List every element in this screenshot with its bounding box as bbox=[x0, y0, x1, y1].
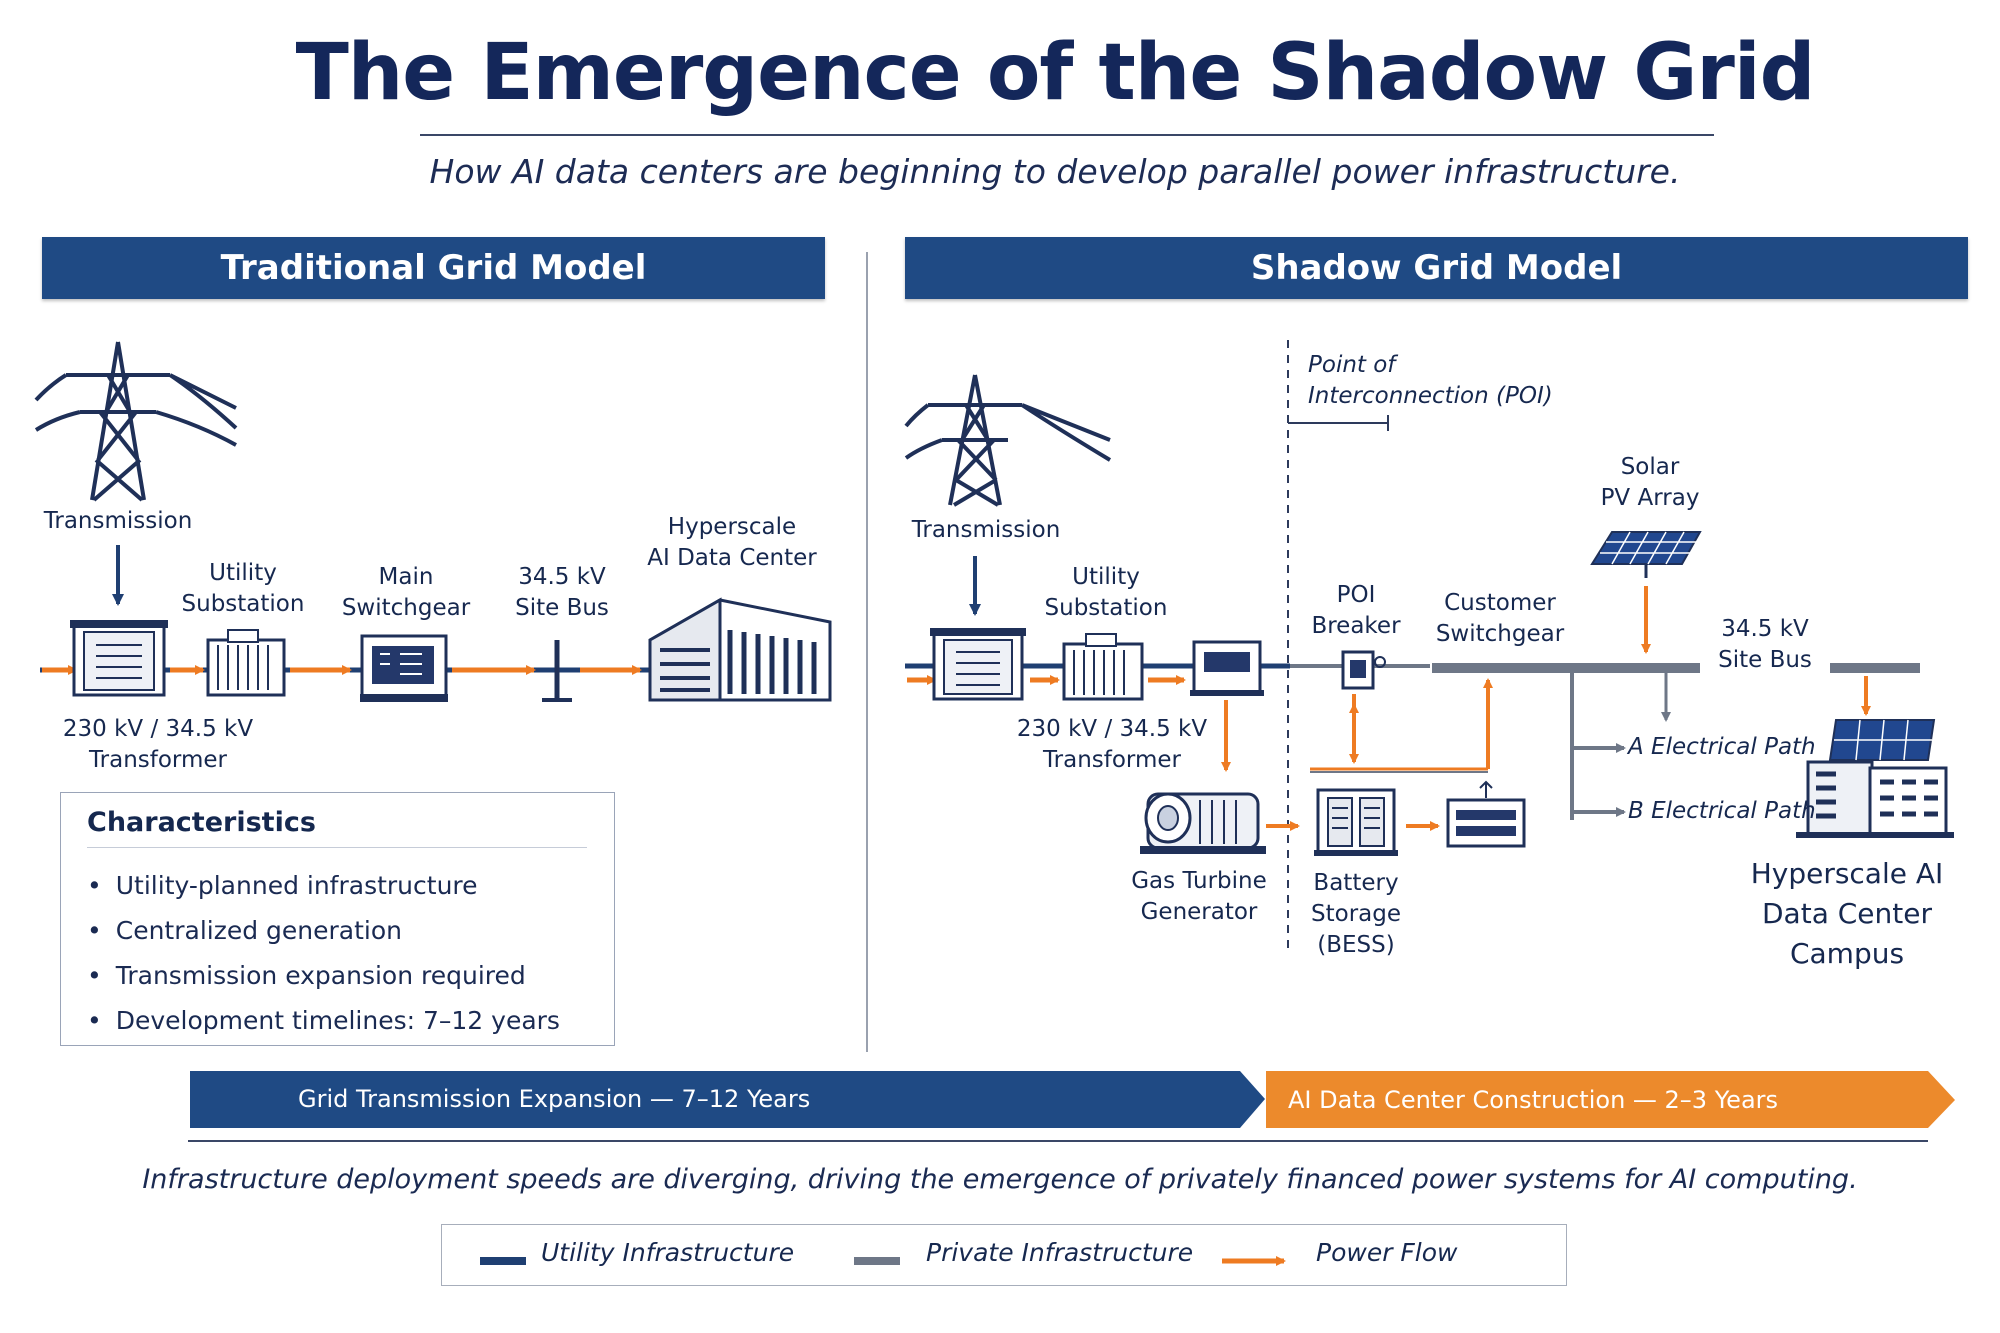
legend-private-label: Private Infrastructure bbox=[926, 1238, 1194, 1267]
footer-divider bbox=[188, 1140, 1928, 1142]
ab-path-lines bbox=[1570, 668, 1612, 820]
legend-power-flow-label: Power Flow bbox=[1316, 1238, 1458, 1267]
substation-icon bbox=[1062, 633, 1144, 701]
solar-panel-icon bbox=[1590, 531, 1702, 578]
transformer-icon bbox=[930, 628, 1026, 701]
characteristics-divider bbox=[87, 847, 587, 848]
section-divider bbox=[866, 252, 868, 1052]
characteristics-title: Characteristics bbox=[87, 807, 316, 838]
data-center-campus-icon bbox=[1796, 676, 1954, 838]
transmission-tower-icon bbox=[34, 341, 238, 502]
substation-icon bbox=[206, 629, 286, 697]
poi-breaker-icon bbox=[1341, 650, 1386, 690]
legend-box bbox=[441, 1224, 1567, 1286]
characteristics-box: Characteristics Utility-planned infrastr… bbox=[60, 792, 615, 1046]
timeline-grid-label: Grid Transmission Expansion — 7–12 Years bbox=[298, 1085, 811, 1113]
transformer-icon bbox=[70, 620, 168, 697]
timeline-ai-bar bbox=[1266, 1071, 1955, 1128]
data-center-building-icon bbox=[648, 597, 832, 702]
transmission-tower-icon bbox=[904, 374, 1112, 507]
shadow-transmission-label: Transmission bbox=[911, 517, 1061, 543]
list-item: Utility-planned infrastructure bbox=[87, 863, 560, 908]
switchgear-icon bbox=[360, 634, 448, 702]
legend-utility-swatch bbox=[480, 1257, 526, 1265]
shadow-header: Shadow Grid Model bbox=[905, 237, 1968, 299]
list-item: Centralized generation bbox=[87, 908, 560, 953]
page-subtitle: How AI data centers are beginning to dev… bbox=[429, 152, 1681, 191]
list-item: Development timelines: 7–12 years bbox=[87, 998, 560, 1043]
legend-utility-label: Utility Infrastructure bbox=[541, 1238, 795, 1267]
gas-turbine-icon bbox=[1140, 792, 1266, 854]
path-a-label: A Electrical Path bbox=[1628, 734, 1816, 760]
path-b-label: B Electrical Path bbox=[1628, 798, 1816, 824]
timeline-grid-bar bbox=[190, 1071, 1265, 1128]
battery-storage-icon bbox=[1314, 788, 1398, 856]
site-bus-icon bbox=[542, 640, 572, 702]
legend-private-swatch bbox=[854, 1257, 900, 1265]
poi-bracket bbox=[1288, 415, 1389, 431]
traditional-header: Traditional Grid Model bbox=[42, 237, 825, 299]
private-switchgear-icon bbox=[1446, 780, 1526, 848]
list-item: Transmission expansion required bbox=[87, 953, 560, 998]
title-divider bbox=[420, 134, 1714, 136]
characteristics-list: Utility-planned infrastructure Centraliz… bbox=[87, 863, 560, 1043]
timeline-ai-label: AI Data Center Construction — 2–3 Years bbox=[1288, 1086, 1779, 1114]
page-title: The Emergence of the Shadow Grid bbox=[295, 28, 1816, 118]
trad-transmission-label: Transmission bbox=[43, 508, 193, 534]
switch-unit-icon bbox=[1190, 640, 1264, 696]
footnote: Infrastructure deployment speeds are div… bbox=[142, 1164, 1858, 1195]
